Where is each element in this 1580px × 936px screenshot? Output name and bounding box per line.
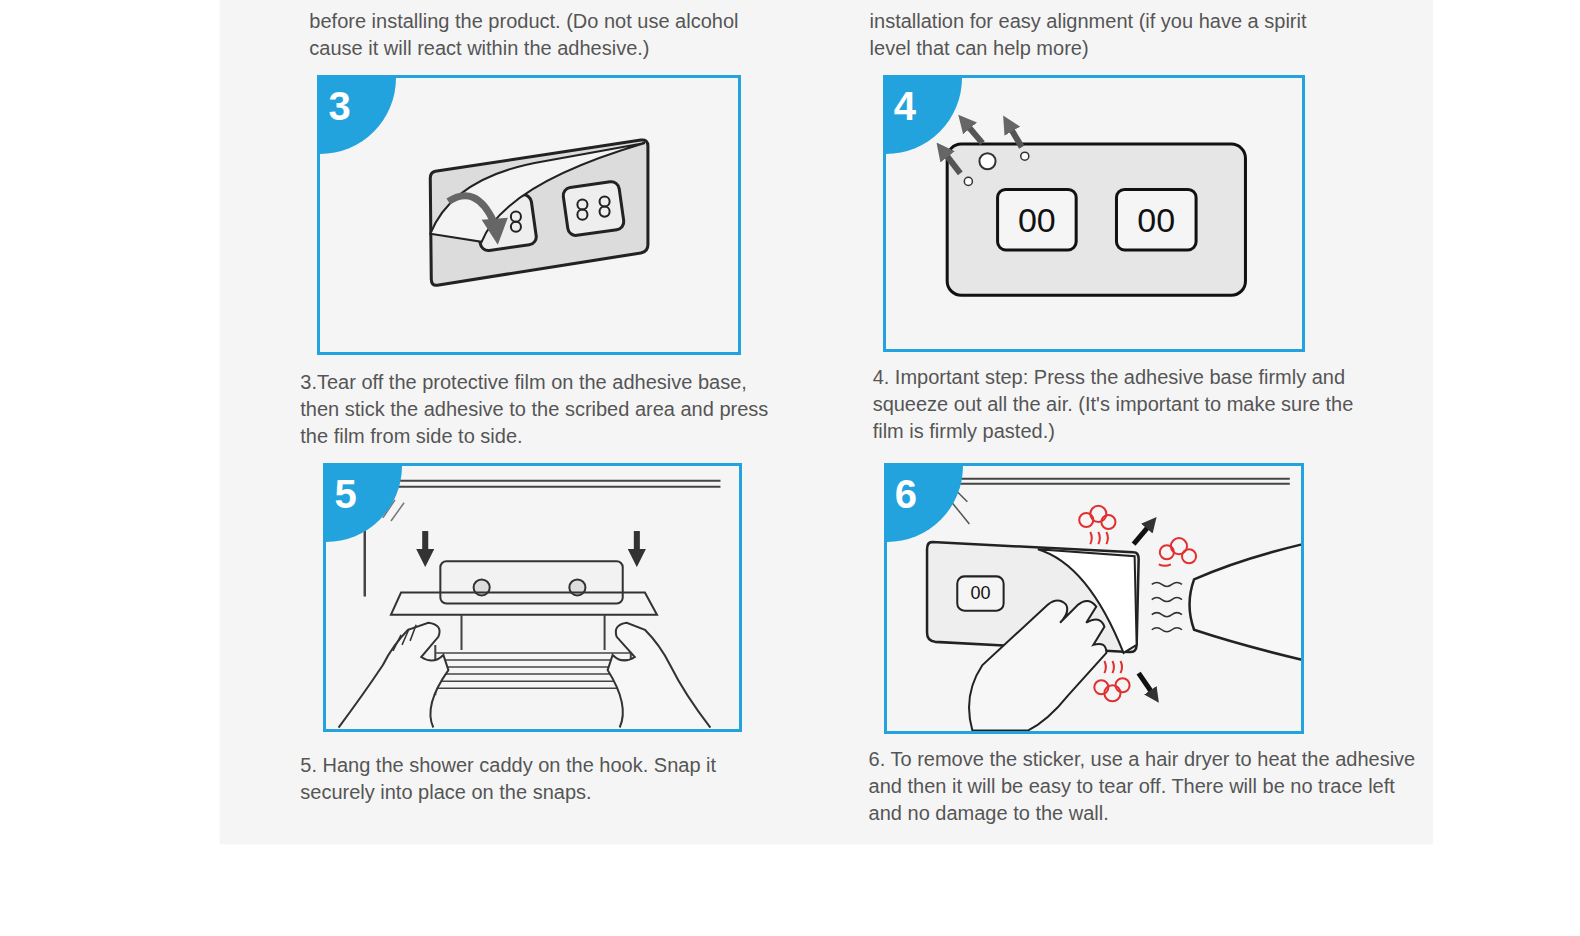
wall-plate [440, 561, 622, 603]
air-bubble [979, 153, 995, 169]
steam-puff [1104, 685, 1120, 701]
peel-arrow [448, 196, 493, 222]
caddy-rim [391, 592, 657, 614]
instruction-text: 5. Hang the shower caddy on the hook. Sn… [300, 752, 764, 806]
step-number: 4 [886, 78, 962, 128]
step-panel: 6 [884, 463, 1304, 734]
air-arrow [943, 151, 960, 173]
finger-lines [393, 625, 416, 651]
step-badge: 5 [326, 466, 402, 542]
step-panel: 5 [323, 463, 741, 732]
steam-puff [1101, 515, 1115, 529]
hook-mark: 00 [1116, 198, 1196, 242]
instruction-text: before installing the product. (Do not u… [309, 8, 783, 62]
hook-mark: 00 [998, 198, 1077, 242]
air-arrow [1009, 125, 1022, 147]
hook-hole [577, 200, 587, 210]
caddy-slats [435, 653, 630, 688]
right-hand [608, 623, 711, 728]
step-panel: 4 [883, 75, 1305, 352]
air-bubble [964, 177, 972, 185]
step-panel: 3 [317, 75, 740, 355]
ceiling-line [947, 479, 1290, 484]
step-number: 5 [326, 466, 402, 516]
instruction-text: 3.Tear off the protective film on the ad… [300, 369, 774, 450]
hook [998, 189, 1077, 249]
hair-dryer [1190, 544, 1303, 660]
air-bubble [1021, 152, 1029, 160]
adhesive-plate [430, 140, 648, 285]
instruction-text: installation for easy alignment (if you … [870, 8, 1344, 62]
ceiling-line [383, 481, 721, 487]
hook-hole [600, 207, 610, 217]
step-badge: 6 [887, 466, 963, 542]
caddy-frame [435, 615, 630, 696]
hand [969, 601, 1106, 731]
steam-wave [1104, 661, 1122, 673]
step-number: 6 [887, 466, 963, 516]
hook [562, 181, 625, 237]
step-number: 3 [320, 78, 396, 128]
hook [957, 576, 1003, 610]
instruction-text: 6. To remove the sticker, use a hair dry… [869, 746, 1418, 827]
peel-arrow [1139, 673, 1154, 695]
steam-wave [1090, 532, 1108, 544]
steam [1079, 506, 1196, 701]
hook-hole [511, 212, 521, 222]
peel-arrow [1134, 524, 1151, 544]
step-badge: 3 [320, 78, 396, 154]
protective-film [430, 143, 645, 242]
steam-puff [1182, 549, 1196, 563]
hook-hole [600, 196, 610, 206]
instruction-text: 4. Important step: Press the adhesive ba… [873, 364, 1367, 445]
adhesive-plate [947, 144, 1245, 295]
hook-hole [511, 222, 521, 232]
steam-puff [1115, 678, 1129, 692]
hook-hole [577, 210, 587, 220]
air-arrow [965, 123, 982, 143]
page-ground [220, 0, 1433, 844]
down-arrow [634, 531, 640, 556]
hot-air [1152, 582, 1182, 631]
step-badge: 4 [886, 78, 962, 154]
steam-wave [1159, 564, 1171, 566]
left-hand [339, 623, 449, 728]
steam-puff [1090, 506, 1106, 522]
peel-arrow-head [482, 218, 508, 245]
hook-mark: 00 [959, 579, 1001, 607]
hook [1116, 189, 1196, 249]
down-arrow [422, 531, 428, 556]
